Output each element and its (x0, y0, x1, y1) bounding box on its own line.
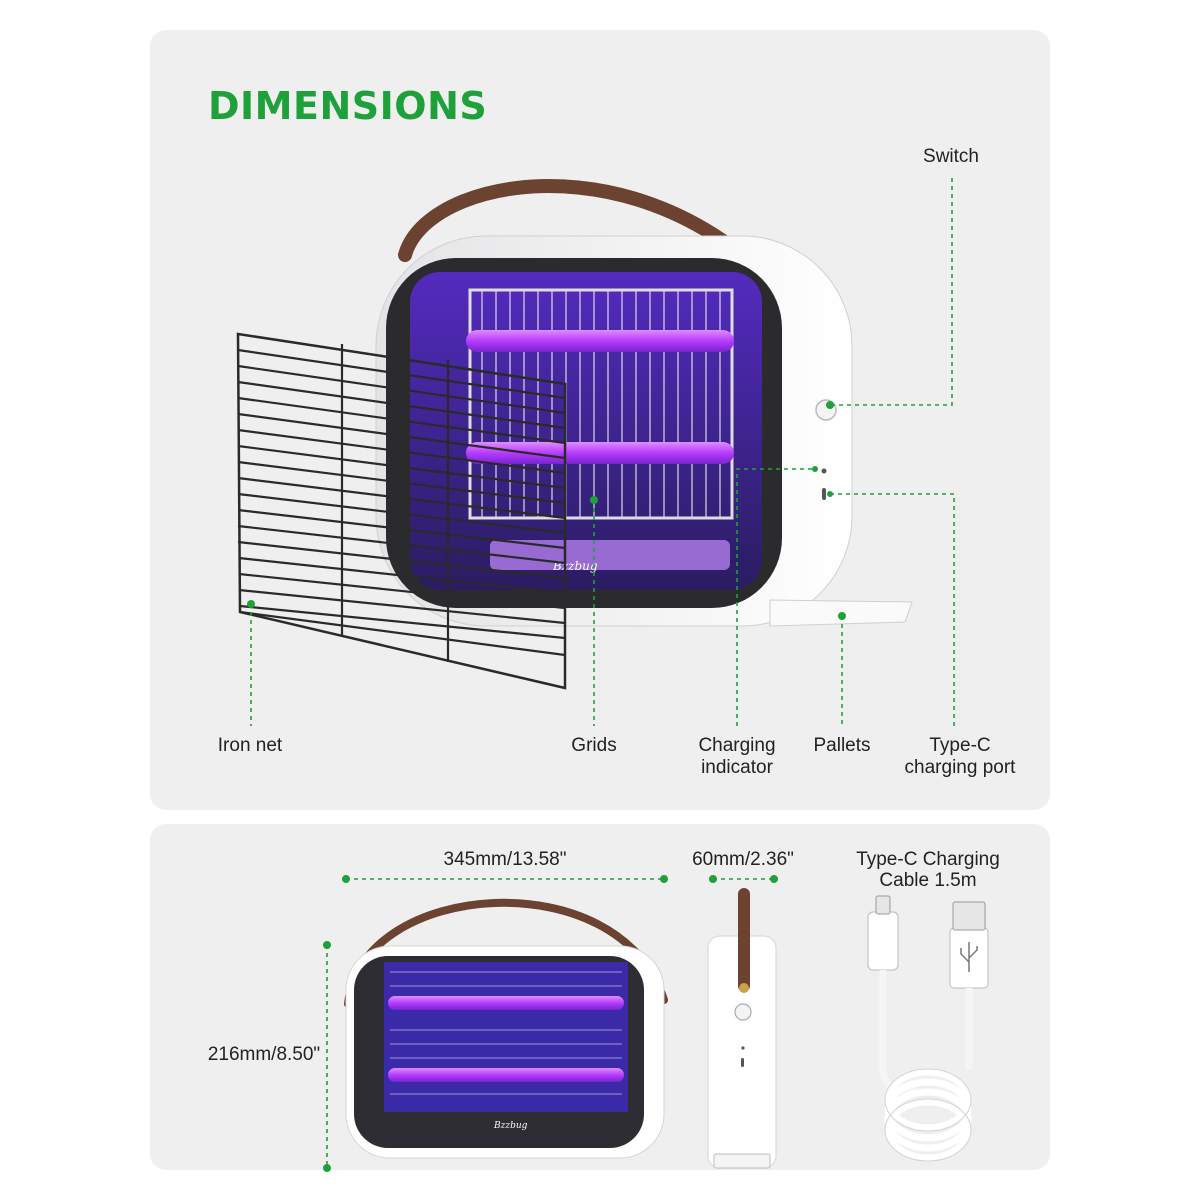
callout-leaders (250, 178, 955, 726)
front-view-device: Bzzbug (344, 898, 668, 1159)
dimension-lines (326, 878, 774, 1168)
label-type-c-port: Type-C charging port (894, 735, 1026, 779)
label-type-c-line2: charging port (904, 757, 1016, 778)
bug-zapper-main: Bzzbug (375, 179, 913, 627)
height-dimension: 216mm/8.50" (207, 1044, 321, 1065)
label-charging-indicator-line1: Charging (698, 735, 776, 756)
label-switch: Switch (923, 146, 979, 167)
uv-tube-upper (466, 330, 734, 352)
type-c-cable (867, 895, 989, 1162)
width-dimension: 345mm/13.58" (443, 849, 567, 870)
label-grids: Grids (571, 735, 617, 756)
label-charging-indicator-line2: indicator (701, 757, 773, 778)
side-view-device (707, 888, 777, 1169)
page-title: DIMENSIONS (208, 84, 488, 128)
brand-logo: Bzzbug (552, 559, 598, 573)
grids (468, 288, 734, 520)
uv-tube-lower (466, 442, 734, 464)
callout-dots (247, 401, 846, 620)
label-iron-net: Iron net (217, 735, 283, 756)
charging-indicator-led (821, 468, 827, 474)
usb-icon (960, 942, 978, 972)
label-pallets: Pallets (813, 735, 871, 756)
svg-text:Bzzbug: Bzzbug (493, 1121, 528, 1131)
depth-dimension: 60mm/2.36" (692, 849, 794, 870)
cable-caption-line1: Type-C Charging (856, 849, 1000, 870)
dimension-dots (323, 875, 778, 1172)
cable-caption: Type-C Charging Cable 1.5m (846, 849, 1010, 891)
label-charging-indicator: Charging indicator (680, 735, 794, 779)
label-type-c-line1: Type-C (929, 735, 991, 756)
iron-net (236, 332, 567, 690)
cable-caption-line2: Cable 1.5m (879, 870, 977, 891)
type-c-port (822, 488, 826, 500)
